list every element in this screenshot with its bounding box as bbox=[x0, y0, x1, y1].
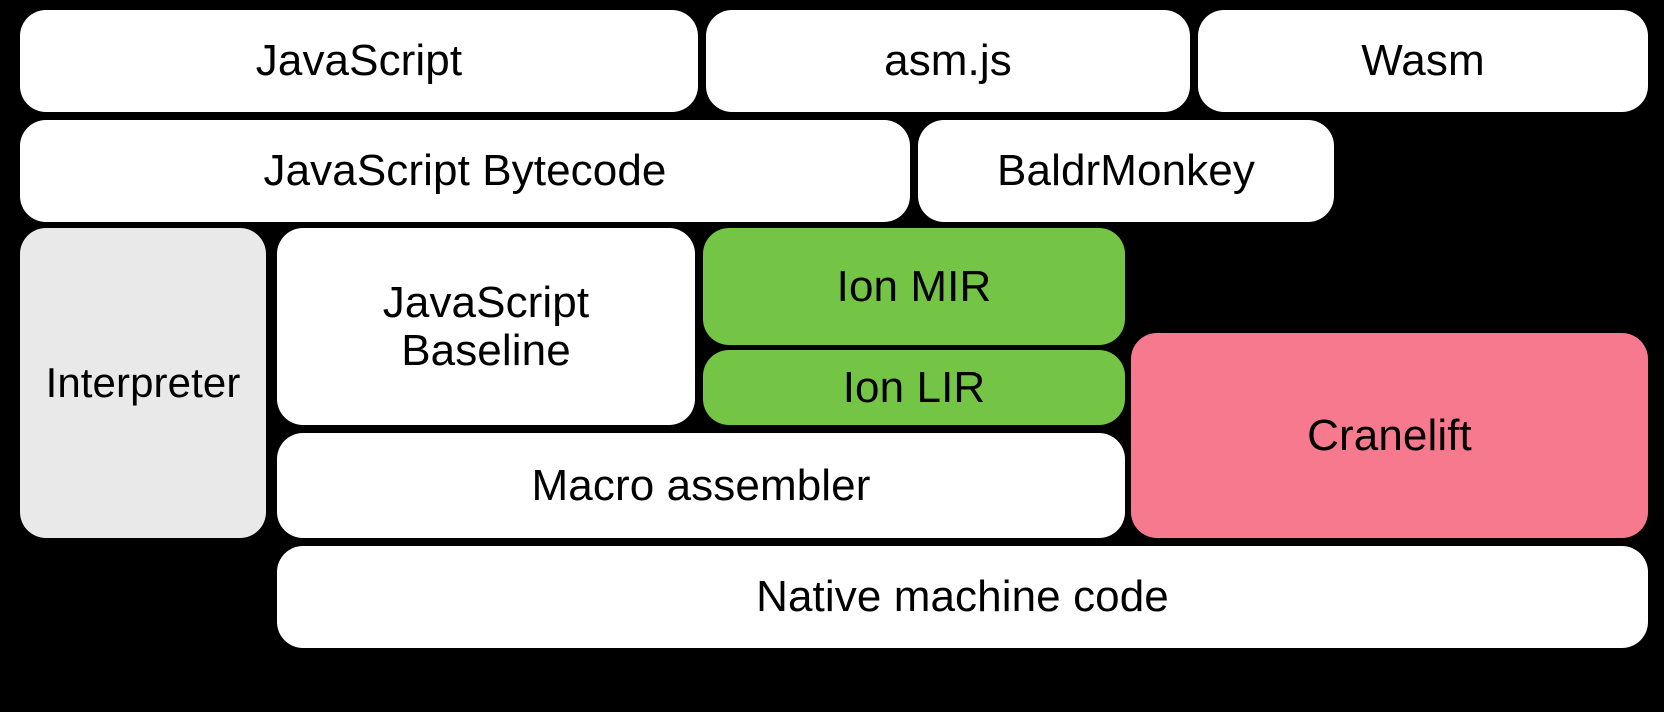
node-javascript-baseline[interactable]: JavaScript Baseline bbox=[277, 228, 695, 425]
node-native-machine-code[interactable]: Native machine code bbox=[277, 546, 1648, 648]
node-baldrmonkey[interactable]: BaldrMonkey bbox=[918, 120, 1334, 222]
node-wasm[interactable]: Wasm bbox=[1198, 10, 1648, 112]
node-javascript-bytecode[interactable]: JavaScript Bytecode bbox=[20, 120, 910, 222]
node-interpreter[interactable]: Interpreter bbox=[20, 228, 266, 538]
node-asm-js[interactable]: asm.js bbox=[706, 10, 1190, 112]
node-ion-mir[interactable]: Ion MIR bbox=[703, 228, 1125, 345]
node-ion-lir[interactable]: Ion LIR bbox=[703, 350, 1125, 425]
node-macro-assembler[interactable]: Macro assembler bbox=[277, 433, 1125, 538]
node-cranelift[interactable]: Cranelift bbox=[1131, 333, 1648, 538]
node-javascript[interactable]: JavaScript bbox=[20, 10, 698, 112]
